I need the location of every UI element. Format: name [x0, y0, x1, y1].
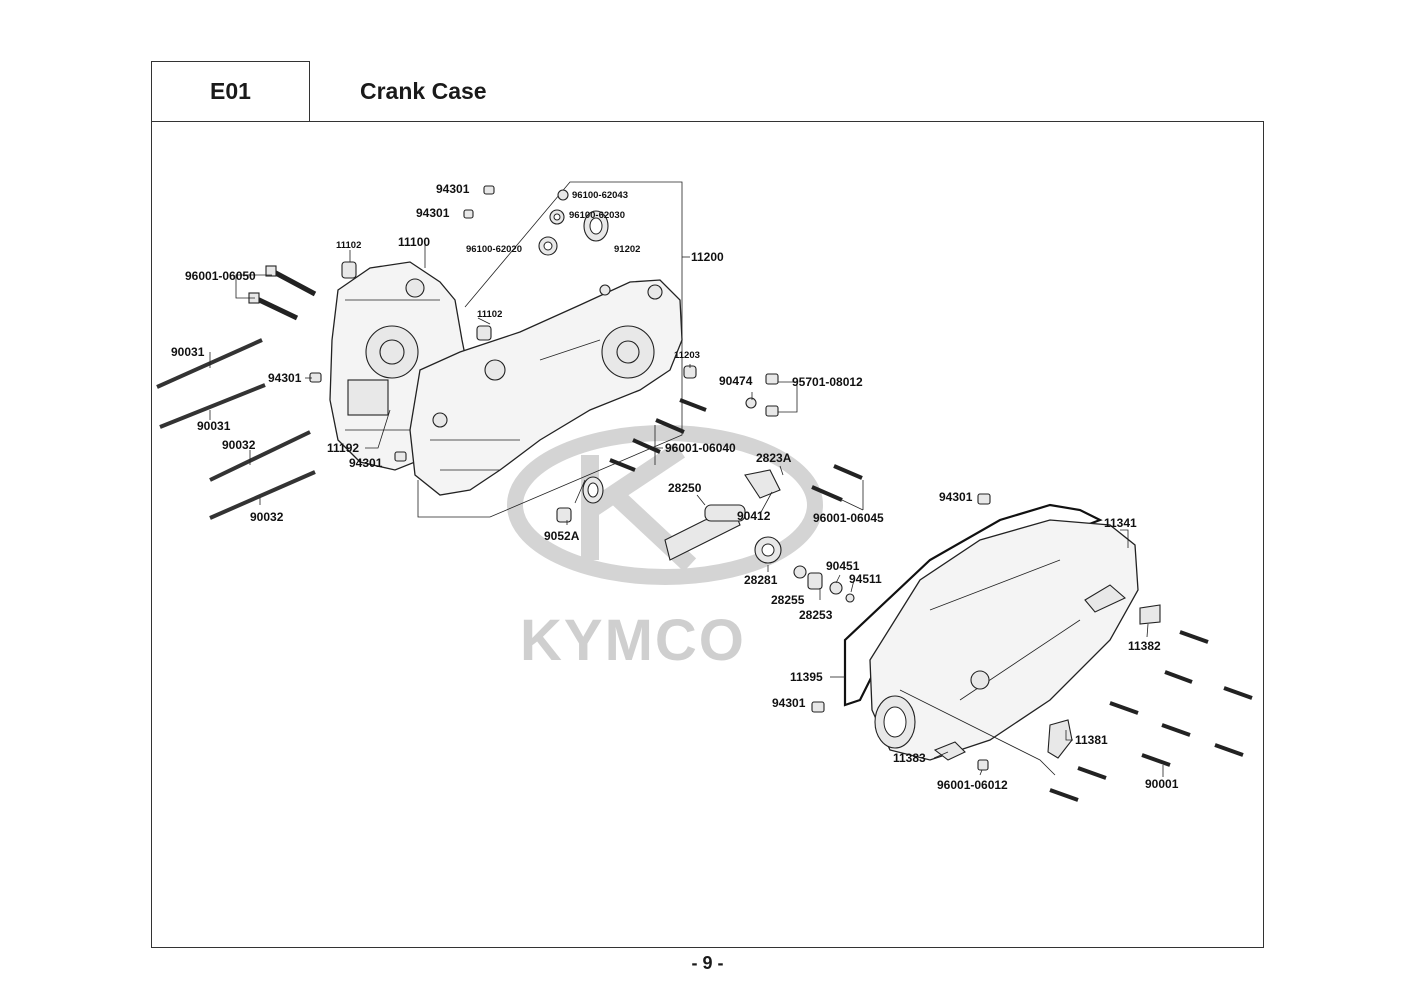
label-95701-08012: 95701-08012: [792, 375, 863, 389]
label-96100-62020: 96100-62020: [466, 244, 522, 255]
leader-lines: [209, 243, 1164, 777]
header-divider: [309, 61, 310, 121]
section-code: E01: [151, 61, 309, 121]
label-96100-62043: 96100-62043: [572, 190, 628, 201]
section-title: Crank Case: [360, 78, 487, 104]
label-96001-06012: 96001-06012: [937, 778, 1008, 792]
group-bracket-11200: [417, 181, 683, 518]
label-11203: 11203: [674, 350, 700, 361]
label-90474: 90474: [719, 374, 753, 388]
label-90032-b: 90032: [250, 510, 284, 524]
label-94301-d: 94301: [349, 456, 383, 470]
label-94301-e: 94301: [939, 490, 973, 504]
label-11102-b: 11102: [477, 309, 502, 320]
cover-bolts-90001: [811, 493, 1253, 802]
kickstarter-parts: [556, 373, 863, 603]
label-94301-b: 94301: [416, 206, 450, 220]
label-96001-06045: 96001-06045: [813, 511, 884, 525]
label-28255: 28255: [771, 593, 805, 607]
bearings-group: [341, 185, 697, 379]
label-90031-b: 90031: [197, 419, 231, 433]
label-96001-06040: 96001-06040: [665, 441, 736, 455]
label-90451: 90451: [826, 559, 860, 573]
label-11381: 11381: [1075, 733, 1108, 747]
label-28281: 28281: [744, 573, 778, 587]
label-28253: 28253: [799, 608, 833, 622]
label-91202: 91202: [614, 244, 640, 255]
label-9052A: 9052A: [544, 529, 580, 543]
label-90031-a: 90031: [171, 345, 205, 359]
label-11395: 11395: [790, 670, 823, 684]
bolts-96001-06050: [248, 265, 317, 321]
label-11102-a: 11102: [336, 240, 361, 251]
label-94301-f: 94301: [772, 696, 806, 710]
page-number: - 9 -: [691, 953, 724, 973]
label-94511: 94511: [849, 572, 882, 586]
part-labels: 94301 94301 96100-62043 96100-62030 9610…: [171, 182, 1179, 792]
crankcase-main-housing: [409, 279, 683, 496]
label-90032-a: 90032: [222, 438, 256, 452]
label-90001: 90001: [1145, 777, 1179, 791]
label-94301-c: 94301: [268, 371, 302, 385]
label-94301-a: 94301: [436, 182, 470, 196]
label-2823A: 2823A: [756, 451, 792, 465]
watermark-text: KYMCO: [520, 608, 746, 673]
label-96001-06050: 96001-06050: [185, 269, 256, 283]
label-11382: 11382: [1128, 639, 1161, 653]
label-28250: 28250: [668, 481, 702, 495]
label-11100: 11100: [398, 235, 430, 249]
label-11383: 11383: [893, 751, 926, 765]
label-90412: 90412: [737, 509, 771, 523]
label-96100-62030: 96100-62030: [569, 210, 625, 221]
label-11341: 11341: [1104, 516, 1137, 530]
label-11192: 11192: [327, 441, 359, 455]
diagram-frame: [151, 121, 1264, 948]
crankcase-cover-11341: [869, 519, 1161, 761]
studs-90031-90032: [156, 338, 407, 520]
label-11200: 11200: [691, 250, 724, 264]
